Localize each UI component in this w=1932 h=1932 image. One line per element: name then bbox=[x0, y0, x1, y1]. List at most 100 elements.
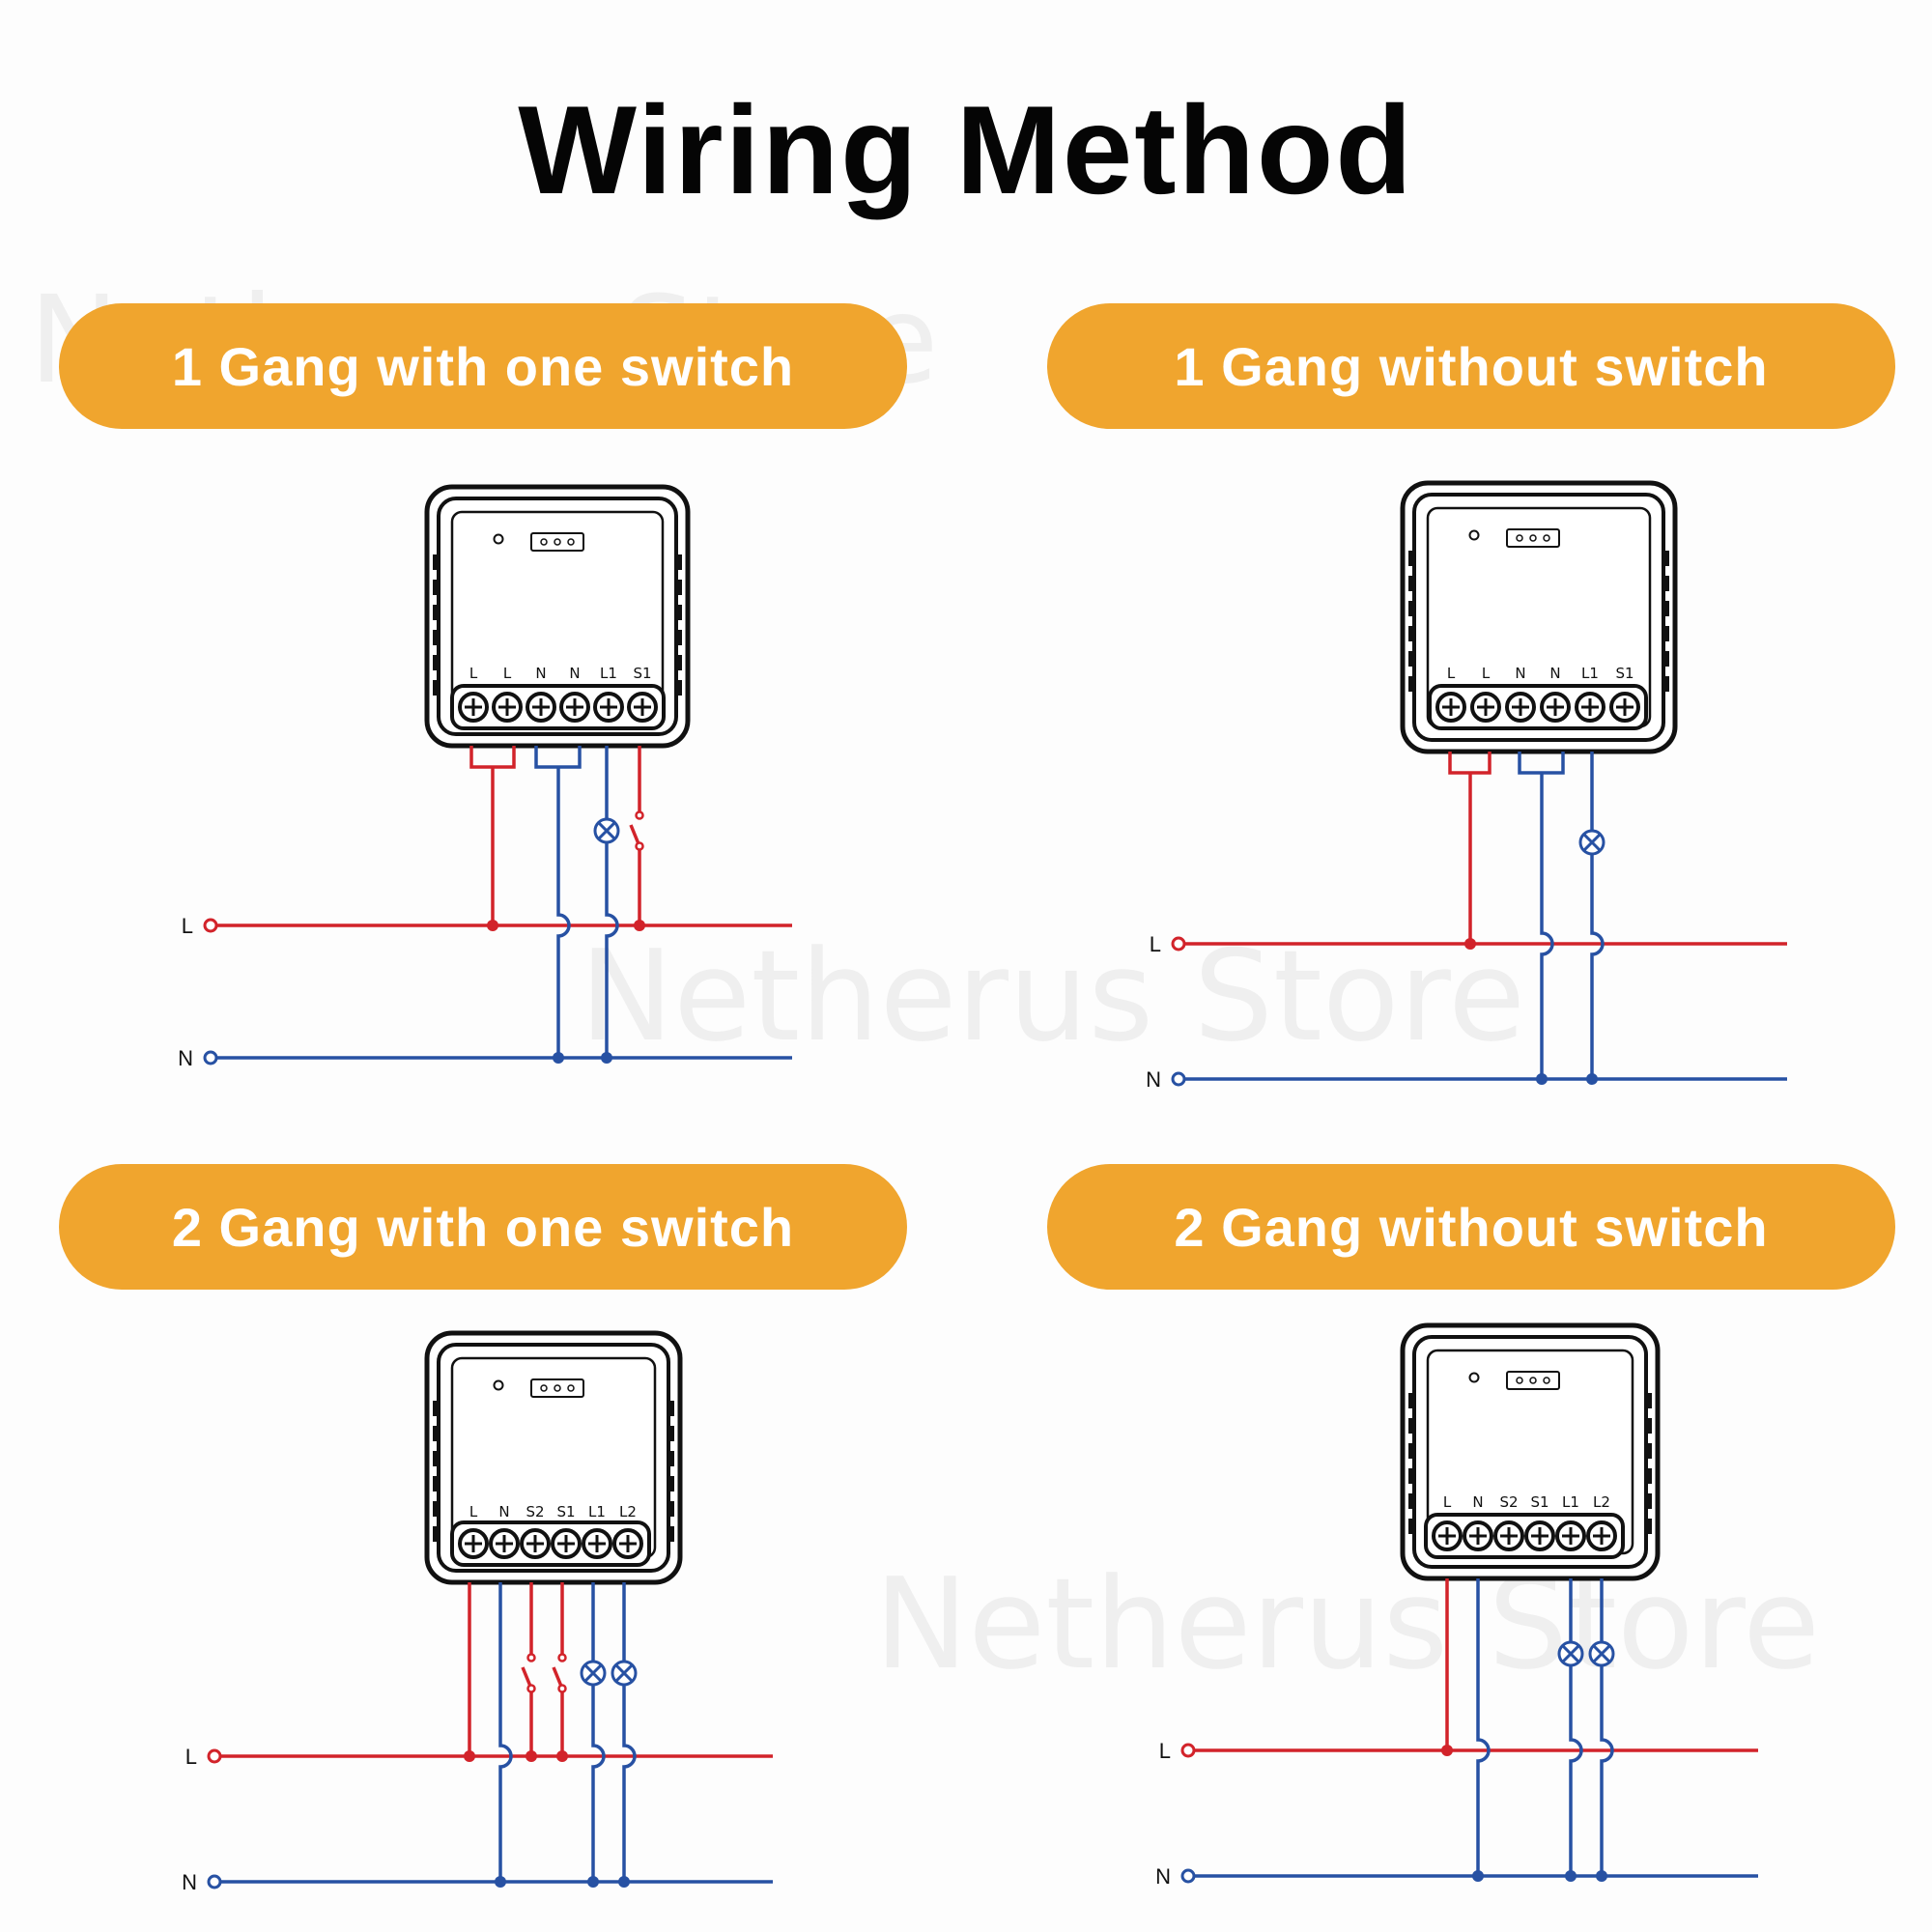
device-side-notch bbox=[676, 605, 682, 620]
button-header-icon bbox=[1506, 1371, 1560, 1390]
lamp-cross bbox=[1582, 833, 1602, 852]
button-header-pin bbox=[540, 538, 548, 546]
terminal-label: L bbox=[469, 1503, 478, 1520]
device-side-notch bbox=[1408, 676, 1414, 692]
panel-heading-1gang-no-switch: 1 Gang without switch bbox=[1047, 303, 1895, 429]
device-side-notch bbox=[433, 580, 439, 595]
neutral-terminal-icon bbox=[203, 1050, 218, 1065]
button-header-pin bbox=[554, 1384, 561, 1392]
device-side-notch bbox=[433, 1401, 439, 1416]
device-side-notch bbox=[433, 1501, 439, 1517]
device-side-notch bbox=[1408, 626, 1414, 641]
lamp-cross bbox=[597, 821, 616, 840]
device-side-notch bbox=[433, 605, 439, 620]
junction-dot bbox=[487, 920, 498, 931]
switch-contact bbox=[635, 810, 644, 820]
live-wire bbox=[1448, 752, 1492, 944]
device-side-notch bbox=[1408, 1443, 1414, 1459]
device-inner-frame bbox=[1412, 493, 1665, 742]
button-header-icon bbox=[530, 1378, 584, 1398]
device-side-notch bbox=[1646, 1519, 1652, 1534]
terminal-label: S2 bbox=[1499, 1493, 1518, 1511]
terminal-label: L1 bbox=[588, 1503, 606, 1520]
device-side-notch bbox=[1646, 1443, 1652, 1459]
switch-gap bbox=[527, 1658, 535, 1689]
device-side-notch bbox=[676, 655, 682, 670]
neutral-label: N bbox=[182, 1870, 197, 1894]
lamp-cross bbox=[1561, 1644, 1580, 1663]
device-side-notch bbox=[1408, 651, 1414, 667]
status-led-icon bbox=[493, 533, 504, 545]
neutral-label: N bbox=[178, 1046, 193, 1070]
junction-dot bbox=[556, 1750, 568, 1762]
terminal-label: S1 bbox=[1615, 665, 1634, 682]
device-side-notch bbox=[676, 580, 682, 595]
junction-dot bbox=[634, 920, 645, 931]
junction-dot bbox=[1586, 1073, 1598, 1085]
neutral-terminal-icon bbox=[1180, 1868, 1196, 1884]
device-side-notch bbox=[1408, 1493, 1414, 1509]
device-side-notch bbox=[433, 554, 439, 570]
panel-heading-2gang-switch: 2 Gang with one switch bbox=[59, 1164, 907, 1290]
device-side-notch bbox=[433, 1451, 439, 1466]
terminal-label: L bbox=[469, 665, 478, 682]
button-header-pin bbox=[1516, 1377, 1523, 1384]
junction-dot bbox=[553, 1052, 564, 1064]
live-terminal-icon bbox=[1171, 936, 1186, 952]
junction-dot bbox=[495, 1876, 506, 1888]
neutral-wire bbox=[1569, 1578, 1583, 1876]
device-side-notch bbox=[668, 1401, 674, 1416]
junction-dot bbox=[1596, 1870, 1607, 1882]
device-side-notch bbox=[676, 630, 682, 645]
device-side-notch bbox=[1408, 551, 1414, 566]
switch-contact bbox=[526, 1684, 536, 1693]
device-module bbox=[424, 1330, 683, 1585]
device-side-notch bbox=[676, 680, 682, 696]
neutral-label: N bbox=[1146, 1067, 1161, 1092]
device-side-notch bbox=[1646, 1493, 1652, 1509]
device-side-notch bbox=[1646, 1393, 1652, 1408]
status-led-icon bbox=[1468, 1372, 1480, 1383]
device-module bbox=[424, 484, 691, 749]
neutral-terminal-icon bbox=[1171, 1071, 1186, 1087]
device-side-notch bbox=[433, 630, 439, 645]
junction-dot bbox=[1472, 1870, 1484, 1882]
neutral-wire bbox=[498, 1582, 513, 1882]
neutral-terminal-icon bbox=[207, 1874, 222, 1889]
button-header-pin bbox=[1529, 1377, 1537, 1384]
terminal-label: S1 bbox=[633, 665, 651, 682]
device-side-notch bbox=[1408, 1519, 1414, 1534]
terminal-label: N bbox=[1515, 665, 1525, 682]
button-header-icon bbox=[530, 532, 584, 552]
device-side-notch bbox=[433, 680, 439, 696]
device-side-notch bbox=[668, 1526, 674, 1542]
live-wire bbox=[469, 746, 516, 925]
neutral-wire bbox=[591, 1582, 606, 1882]
terminal-label: L bbox=[1482, 665, 1491, 682]
terminal-label: S1 bbox=[1530, 1493, 1548, 1511]
switch-gap bbox=[558, 1658, 566, 1689]
lamp-cross bbox=[583, 1663, 603, 1683]
device-side-notch bbox=[668, 1476, 674, 1492]
junction-dot bbox=[1565, 1870, 1577, 1882]
lamp-cross bbox=[614, 1663, 634, 1683]
device-side-notch bbox=[1663, 601, 1669, 616]
terminal-label: L1 bbox=[600, 665, 617, 682]
terminal-label: L2 bbox=[1593, 1493, 1610, 1511]
neutral-wire bbox=[622, 1582, 637, 1882]
device-side-notch bbox=[668, 1501, 674, 1517]
junction-dot bbox=[601, 1052, 612, 1064]
neutral-wire bbox=[1600, 1578, 1614, 1876]
device-side-notch bbox=[1646, 1418, 1652, 1434]
junction-dot bbox=[1441, 1745, 1453, 1756]
terminal-label: N bbox=[1549, 665, 1560, 682]
device-side-notch bbox=[1408, 601, 1414, 616]
device-side-notch bbox=[1408, 1468, 1414, 1484]
panel-heading-2gang-no-switch: 2 Gang without switch bbox=[1047, 1164, 1895, 1290]
live-terminal-icon bbox=[1180, 1743, 1196, 1758]
neutral-wire bbox=[1590, 752, 1605, 1079]
neutral-wire bbox=[534, 746, 582, 1058]
